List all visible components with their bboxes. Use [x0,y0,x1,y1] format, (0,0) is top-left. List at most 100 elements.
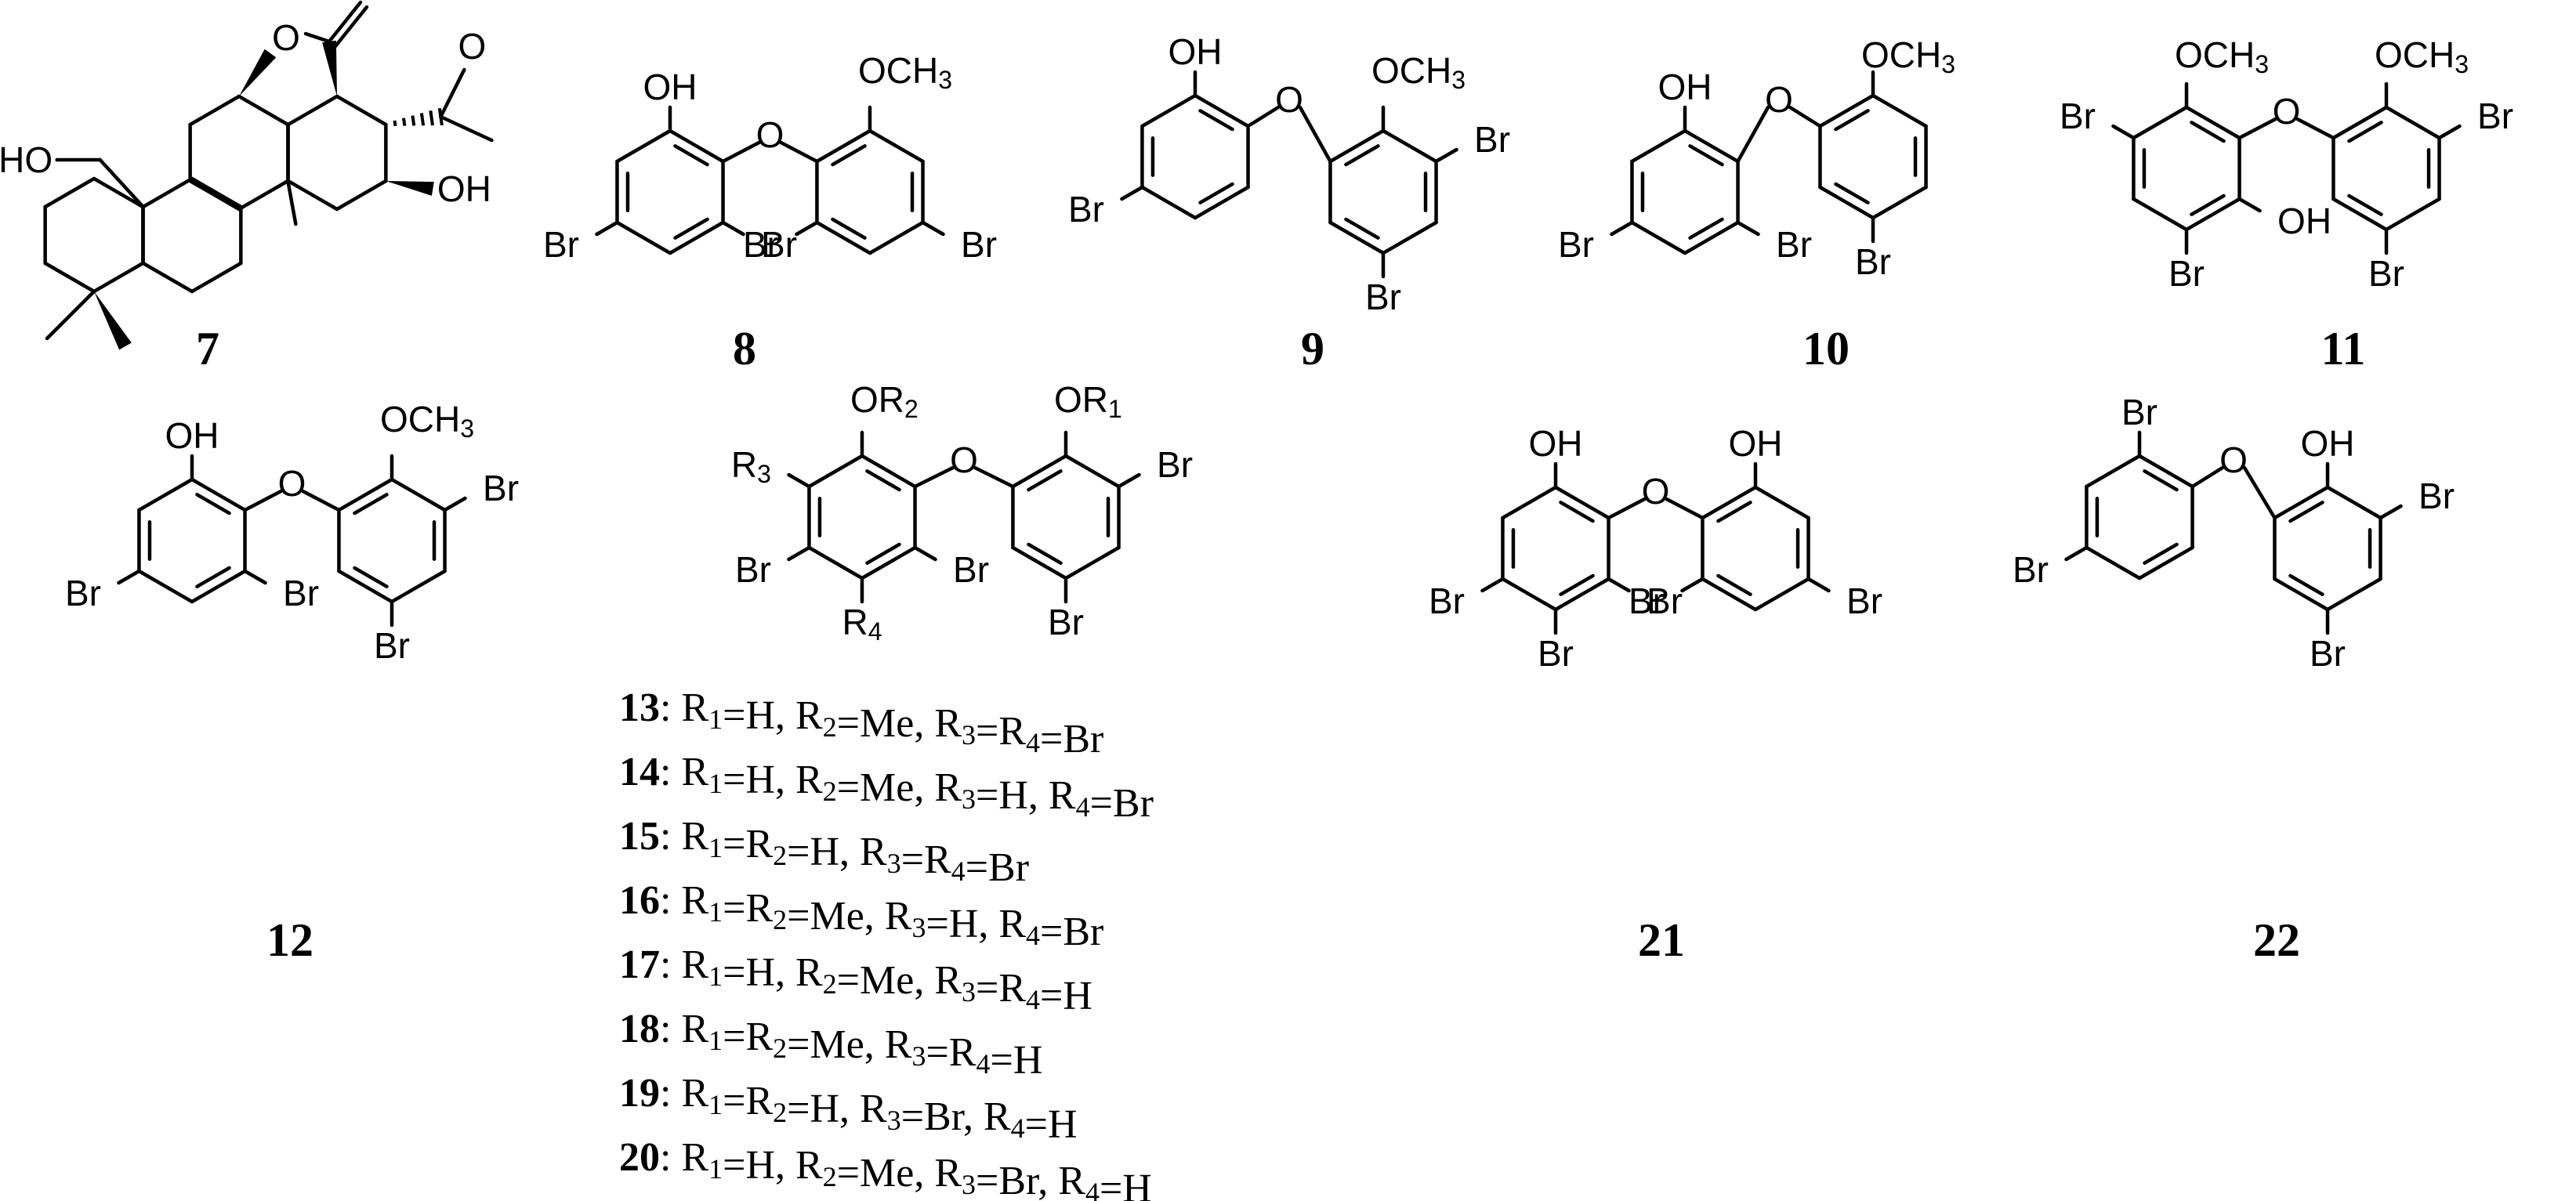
compound-12-bromo-bond [117,569,141,585]
compound-11-right-ring-bond [2331,105,2389,140]
compound-8-left-ring-bond [615,128,672,164]
compound-21-bromo: Br [1429,581,1465,621]
compound-8-right-ring-bond [868,128,925,164]
compound-7-ring-bond [43,176,96,209]
compound-13-20-bromo-bond [1117,472,1141,489]
bond-lines [43,0,2462,635]
compound-22-left-ring-double-bond [2143,542,2179,565]
compound-21-right-ring-bond [1701,485,1758,520]
compound-22-left-ring-bond [2085,454,2142,489]
compound-13-20-ether-oxygen: O [950,440,978,480]
compound-22-right-ring-bond [2273,485,2330,520]
compound-21-left-ring-double-bond [1559,501,1595,523]
compound-11-left-ring-double-bond [2190,121,2226,143]
compound-22-left-ring-bond [2137,545,2194,581]
compound-7-ring-bond [237,94,290,127]
compound-21-right-ring-double-bond [1716,573,1752,596]
compound-22-bromo: Br [2418,476,2455,516]
compound-11-right-ring-double-bond [2347,194,2383,216]
compound-8-ether-oxygen: O [756,114,784,155]
compound-22-bromo-bond [2064,545,2089,562]
compound-11-bromo: Br [2060,96,2096,136]
compound-9-right-ring-double-bond [1344,144,1380,167]
compound-11-hydroxyl: OH [2277,201,2331,241]
compound-7-hydroxyl-label: OH [437,168,491,209]
compound-9-right-ring-bond [1381,220,1438,255]
compound-7-hydroxyl-label: HO [0,139,53,180]
compound-22-left-ring-double-bond [2143,469,2179,492]
hash-mark [393,120,397,127]
compound-13-20-right-ring-bond [1011,454,1068,489]
compound-10-left-ring-bond [1683,220,1740,255]
compound-13-20-bromo-bond [787,545,811,562]
compound-10-right-ring-double-bond [1834,182,1870,204]
compound-8-right-ring-double-bond [831,217,867,240]
compound-22-bromo: Br [2013,549,2049,590]
compound-11-left-ring-bond [2132,105,2189,140]
compound-12-right-ring-bond [389,569,447,604]
compound-11-hydroxyl-bond [2237,197,2262,213]
compound-21-left-ring-bond [1501,485,1558,520]
compound-9-right-ring-bond [1381,128,1438,164]
compound-7-methyl-bond [45,289,96,341]
compound-7-ring-bond [335,94,388,127]
compound-8-right-ring-bond [815,128,872,164]
compound-22-right-ring-bond [2273,577,2330,612]
compound-10-bromo: Br [1776,224,1812,265]
compound-7-ring-bond [141,176,194,209]
compound-21-left-ring-bond [1553,577,1610,612]
compound-7-carbonyl-double [333,5,369,49]
substituent-line-18: 18: R1=R2=Me, R3=R4=H [619,1007,1042,1083]
compound-10-ether-bond [1788,105,1822,128]
compound-12-right-ring-double-bond [353,493,389,515]
compound-13-20-left-ring-bond [860,454,917,489]
compound-12-left-ring-double-bond [195,493,231,515]
compound-9-left-ring-bond [1193,93,1250,128]
compound-9-bromo: Br [1365,277,1401,317]
compound-9-ether-bond [1246,105,1281,128]
compound-21-bromo-bond [1680,577,1705,593]
compound-10-bromo-bond [1736,220,1760,237]
compound-21-right-ring-bond [1701,577,1758,612]
compound-7-wedge [322,40,337,97]
compound-9-bromo: Br [1068,189,1104,230]
compound-8-bromo-bond [721,220,745,237]
compound-7-wedge [239,49,277,96]
compound-9-left-ring-bond [1140,185,1197,220]
compound-9-right-ring-bond [1328,220,1386,255]
compound-13-20-r4: R4 [842,602,882,646]
compound-9-left-ring-bond [1193,185,1250,220]
compound-7-ring-bond [190,176,243,209]
compound-13-20-left-ring-bond [807,454,864,489]
compound-9-left-ring-bond [1140,93,1197,128]
compound-10-ether-bond [1736,105,1770,164]
compound-13-20-left-ring-bond [860,545,917,581]
compound-9-bromo: Br [1474,119,1510,160]
compound-8-bromo: Br [743,224,779,265]
compound-7-ring-bond [141,261,194,294]
compound-12-methoxy: OCH3 [380,399,474,443]
compound-7-lactone-oxygen: O [272,17,300,58]
compound-12-bromo: Br [483,468,519,508]
compound-10-left-ring-bond [1630,220,1687,255]
compound-21-left-ring-bond [1553,485,1610,520]
compound-8-left-ring-bond [615,220,672,255]
compound-number-10: 10 [1802,323,1850,374]
compound-7-lactone-bond [303,31,332,44]
compound-10-hydroxyl: OH [1658,67,1712,107]
atom-labels: HOOOOOH7OOHBrBrOCH3BrBr8OOHBrOCH3BrBr9OO… [0,0,2513,1201]
compound-7-ring-bond [286,94,339,127]
compound-13-20-or1: OR1 [1054,379,1122,423]
compound-13-20-bromo: Br [1157,444,1193,485]
compound-10-ether-oxygen: O [1765,79,1793,120]
compound-22-right-ring-double-bond [2288,573,2324,596]
compound-8-bromo: Br [761,224,797,265]
compound-10-left-ring-double-bond [1688,144,1724,167]
compound-22-bromo-bond [2379,504,2403,520]
compound-7-carbonyl-oxygen: O [366,0,394,3]
compound-7-ring-bond [188,179,241,212]
substituent-line-13: 13: R1=H, R2=Me, R3=R4=Br [619,686,1103,761]
compound-11-left-ring-double-bond [2190,194,2226,216]
compound-7-ch2-bond [98,157,145,209]
compound-number-8: 8 [733,323,756,374]
